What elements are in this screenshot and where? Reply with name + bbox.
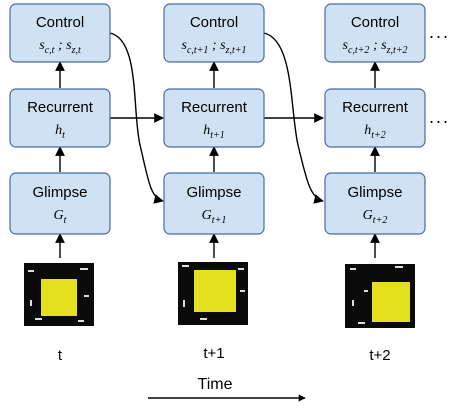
control-symbol: sc,t+1​ ; sz,t+1​ bbox=[182, 38, 247, 56]
control-label: Control bbox=[351, 14, 399, 31]
time-label-t-plus-2: t+2 bbox=[369, 347, 390, 364]
glimpse-label: Glimpse bbox=[186, 184, 241, 201]
control-label: Control bbox=[190, 14, 238, 31]
glimpse-symbol: Gt+2​ bbox=[363, 208, 388, 226]
control-box bbox=[163, 3, 265, 63]
control-symbol: sc,t+2​ ; sz,t+2​ bbox=[343, 38, 408, 56]
glimpse-image-t-plus-2 bbox=[345, 264, 415, 328]
arrow-control-2-to-glimpse-3 bbox=[263, 32, 324, 204]
arrows bbox=[55, 32, 380, 402]
control-symbol: sc,t​ ; sz,t​ bbox=[39, 38, 81, 56]
control-label: Control bbox=[36, 14, 84, 31]
glimpse-box bbox=[163, 172, 265, 235]
time-axis-label: Time bbox=[198, 376, 233, 393]
time-label-t: t bbox=[58, 347, 63, 364]
recurrent-label: Recurrent bbox=[342, 99, 409, 116]
glimpse-box bbox=[9, 172, 111, 235]
recurrent-box bbox=[324, 88, 426, 148]
glimpse-label: Glimpse bbox=[347, 184, 402, 201]
column-t-plus-1: Control sc,t+1​ ; sz,t+1​ Recurrent ht+1… bbox=[163, 3, 265, 362]
glimpse-image-t-plus-1 bbox=[178, 262, 248, 325]
control-box bbox=[9, 3, 111, 63]
recurrent-box bbox=[9, 88, 111, 148]
glimpse-symbol: Gt+1​ bbox=[202, 208, 227, 226]
continuation-ellipsis-recurrent: ... bbox=[429, 107, 450, 127]
glimpse-label: Glimpse bbox=[32, 184, 87, 201]
recurrent-label: Recurrent bbox=[181, 99, 248, 116]
control-box bbox=[324, 3, 426, 63]
recurrent-label: Recurrent bbox=[27, 99, 94, 116]
glimpse-symbol: Gt​ bbox=[54, 208, 67, 226]
glimpse-image-t bbox=[24, 263, 94, 326]
column-t-plus-2: Control sc,t+2​ ; sz,t+2​ Recurrent ht+2… bbox=[324, 3, 426, 364]
glimpse-box bbox=[324, 172, 426, 235]
time-label-t-plus-1: t+1 bbox=[203, 345, 224, 362]
recurrent-symbol: ht+2​ bbox=[364, 123, 386, 141]
recurrent-box bbox=[163, 88, 265, 148]
recurrent-symbol: ht​ bbox=[55, 123, 65, 141]
recurrent-symbol: ht+1​ bbox=[203, 123, 225, 141]
continuation-ellipsis-control: ... bbox=[429, 22, 450, 42]
column-t: Control sc,t​ ; sz,t​ Recurrent ht​ Glim… bbox=[9, 3, 111, 364]
arrow-control-1-to-glimpse-2 bbox=[109, 32, 164, 204]
